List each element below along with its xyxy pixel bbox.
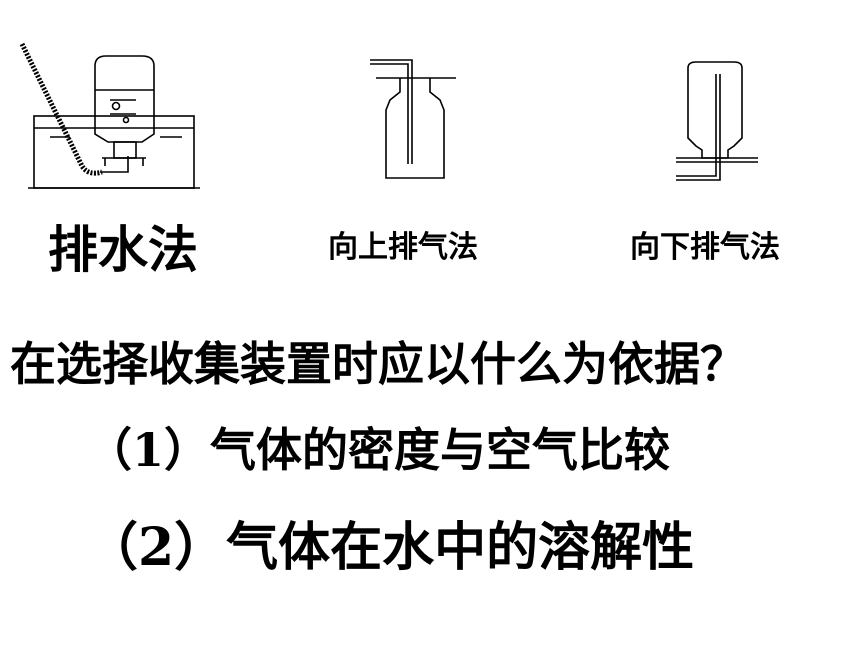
upward-air-displacement-apparatus — [370, 59, 456, 179]
question-text: 在选择收集装置时应以什么为依据？ — [10, 337, 746, 391]
answer-item-1: （1）气体的密度与空气比较 — [86, 423, 671, 477]
water-displacement-apparatus — [19, 42, 200, 189]
downward-air-displacement-apparatus — [676, 61, 758, 181]
upward-displacement-label: 向上排气法 — [328, 230, 478, 265]
downward-displacement-label: 向下排气法 — [630, 230, 780, 265]
water-displacement-label: 排水法 — [48, 221, 198, 279]
answer-item-2: （2）气体在水中的溶解性 — [86, 517, 695, 578]
